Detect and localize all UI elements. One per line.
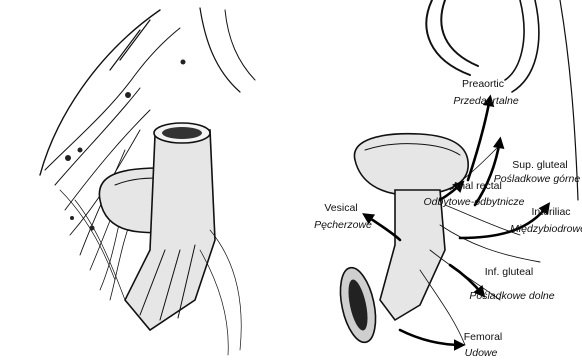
- label-vesical-en: Vesical: [324, 202, 357, 214]
- label-sup-gluteal: Sup. gluteal Pośladkowe górne: [494, 159, 581, 185]
- label-vesical-pl: Pęcherzowe: [314, 219, 372, 231]
- label-preaortic-pl: Przedaortalne: [453, 95, 519, 107]
- label-anal-rectal-en: Anal rectal: [452, 180, 502, 192]
- label-inf-gluteal-en: Inf. gluteal: [485, 266, 533, 278]
- label-sup-gluteal-en: Sup. gluteal: [512, 159, 567, 171]
- label-interiliac-en: Interiliac: [531, 206, 570, 218]
- label-vesical: Vesical Pęcherzowe: [314, 202, 372, 231]
- label-anal-rectal-pl: Odbytowe-odbytnicze: [424, 196, 525, 208]
- left-anatomical-drawing: [40, 8, 255, 355]
- label-interiliac: Interiliac Międzybiodrowe: [510, 206, 582, 235]
- label-preaortic-en: Preaortic: [462, 78, 504, 90]
- label-interiliac-pl: Międzybiodrowe: [510, 223, 582, 235]
- label-inf-gluteal-pl: Pośladkowe dolne: [469, 290, 554, 302]
- label-preaortic: Preaortic Przedaortalne: [453, 78, 519, 107]
- label-femoral-en: Femoral: [464, 331, 503, 343]
- label-femoral-pl: Udowe: [465, 347, 498, 359]
- label-inf-gluteal: Inf. gluteal Pośladkowe dolne: [469, 266, 554, 302]
- label-femoral: Femoral Udowe: [464, 331, 503, 359]
- label-sup-gluteal-pl: Pośladkowe górne: [494, 173, 581, 185]
